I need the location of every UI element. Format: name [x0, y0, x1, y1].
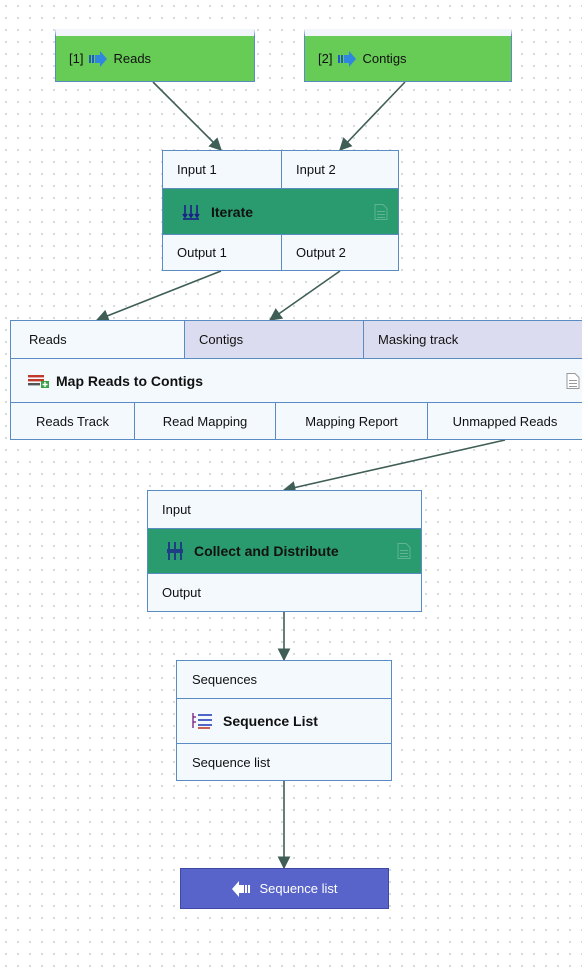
iterate-title-bar[interactable]: Iterate — [163, 188, 398, 234]
collect-title: Collect and Distribute — [194, 543, 339, 559]
sequence-list-input[interactable]: Sequences — [192, 672, 258, 687]
wire-output1-to-reads — [95, 270, 222, 322]
collect-output[interactable]: Output — [162, 585, 202, 600]
map-reads-block[interactable]: Reads Contigs Masking track Map Reads to… — [10, 320, 582, 440]
iterate-icon — [182, 204, 200, 220]
output-label: Sequence list — [259, 881, 338, 896]
document-icon[interactable] — [374, 203, 388, 220]
wire-reads-to-iterate — [152, 81, 222, 151]
map-reads-title: Map Reads to Contigs — [56, 372, 204, 389]
map-input-masking-track[interactable]: Masking track — [363, 321, 582, 358]
wire-contigs-to-iterate — [339, 81, 406, 151]
map-output-reads-track[interactable]: Reads Track — [36, 413, 109, 429]
collect-title-bar[interactable]: Collect and Distribute — [148, 528, 421, 573]
document-icon[interactable] — [566, 372, 580, 389]
iterate-block[interactable]: Input 1 Input 2 Iterate Output 1 Output … — [162, 150, 399, 271]
output-node-sequence-list[interactable]: Sequence list — [180, 868, 389, 909]
map-output-unmapped-reads[interactable]: Unmapped Reads — [427, 403, 582, 439]
input-name: Contigs — [362, 51, 407, 66]
sequence-list-icon — [192, 713, 212, 729]
map-reads-title-bar[interactable]: Map Reads to Contigs — [11, 358, 582, 402]
iterate-title: Iterate — [211, 203, 254, 220]
input-index: [2] — [318, 51, 333, 66]
output-arrow-icon — [232, 880, 251, 897]
iterate-input-2[interactable]: Input 2 — [281, 151, 398, 188]
wire-output2-to-contigs — [268, 270, 341, 321]
input-node-contigs[interactable]: [2] Contigs — [304, 29, 512, 82]
map-input-contigs[interactable]: Contigs — [184, 321, 363, 358]
map-input-reads[interactable]: Reads — [29, 332, 67, 347]
input-node-reads[interactable]: [1] Reads — [55, 29, 255, 82]
input-arrow-icon — [89, 50, 108, 67]
document-icon[interactable] — [397, 543, 411, 560]
collect-distribute-block[interactable]: Input Collect and Distribute Output — [147, 490, 422, 612]
sequence-list-title: Sequence List — [223, 713, 318, 729]
input-name: Reads — [113, 51, 152, 66]
iterate-output-1[interactable]: Output 1 — [177, 245, 227, 260]
input-index: [1] — [69, 51, 84, 66]
collect-input[interactable]: Input — [162, 502, 191, 517]
iterate-input-1[interactable]: Input 1 — [177, 162, 217, 177]
wire-unmapped-to-collect — [282, 439, 506, 494]
map-output-mapping-report[interactable]: Mapping Report — [275, 403, 427, 439]
input-arrow-icon — [338, 50, 357, 67]
sequence-list-output[interactable]: Sequence list — [192, 754, 271, 770]
collect-distribute-icon — [167, 542, 183, 560]
map-reads-icon — [28, 374, 49, 388]
map-output-read-mapping[interactable]: Read Mapping — [134, 403, 275, 439]
iterate-output-2[interactable]: Output 2 — [281, 235, 398, 270]
sequence-list-title-bar[interactable]: Sequence List — [177, 698, 391, 743]
sequence-list-block[interactable]: Sequences Sequence List Sequence list — [176, 660, 392, 781]
